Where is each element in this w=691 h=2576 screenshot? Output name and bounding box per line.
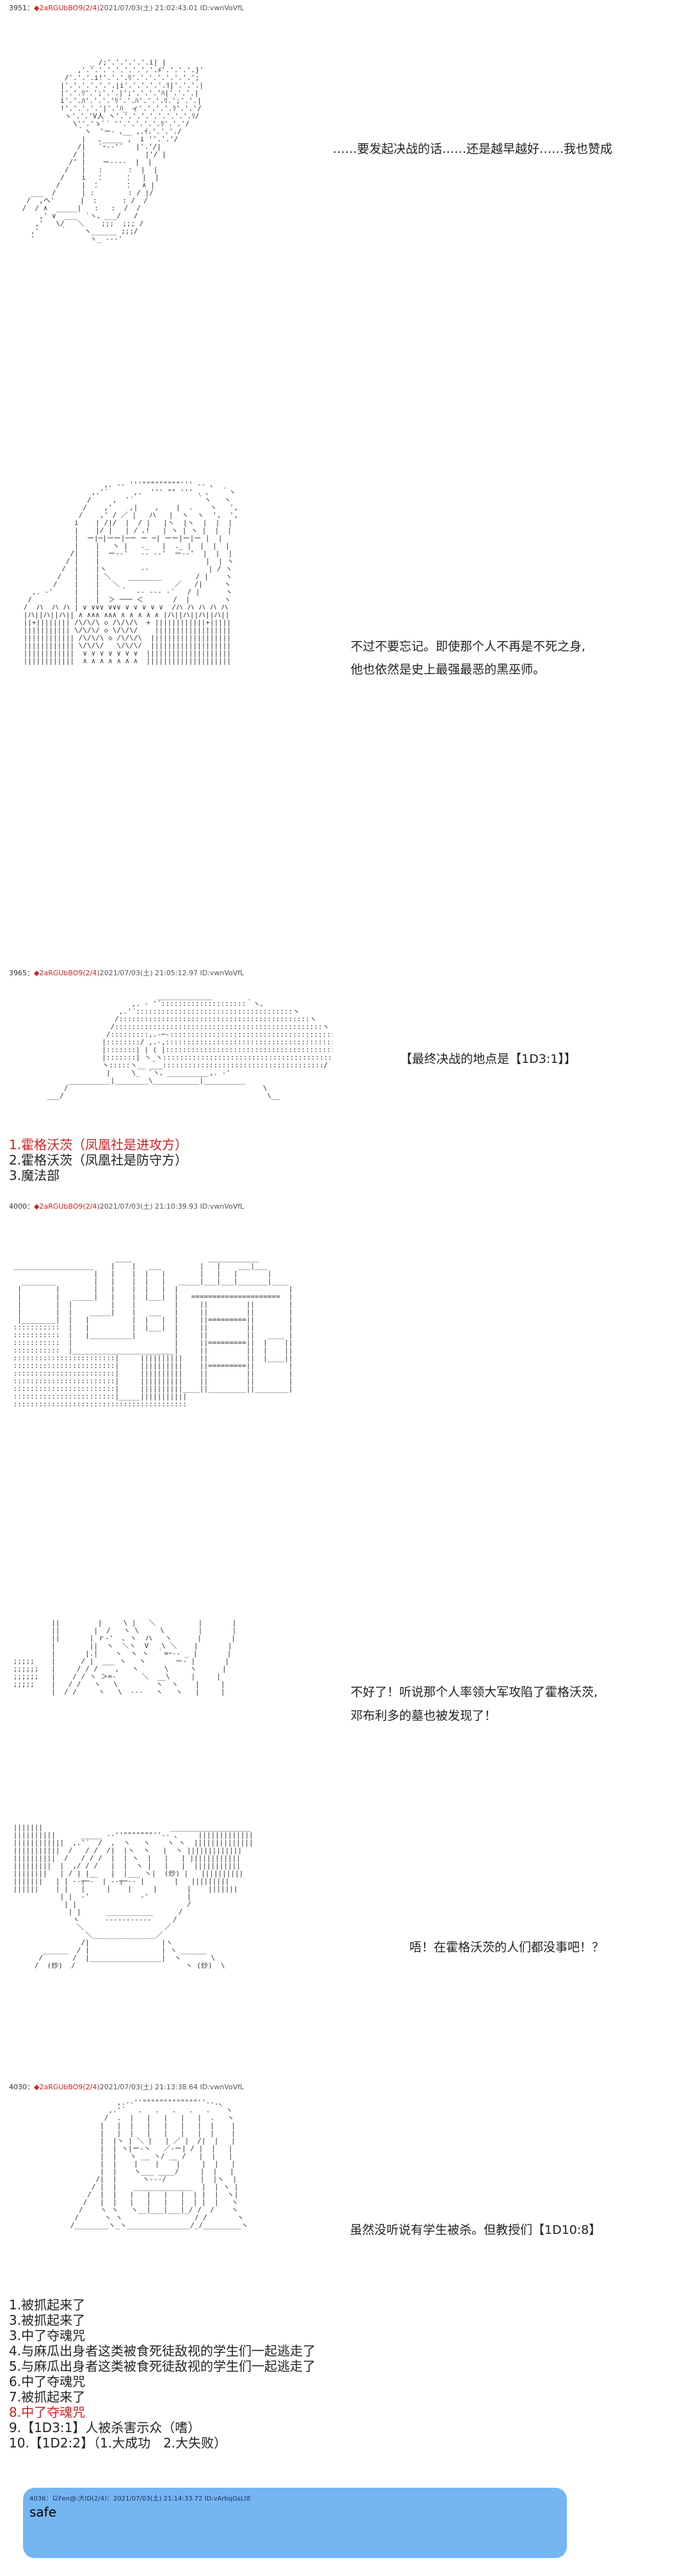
- dialogue-text: 不过不要忘记。即使那个人不再是不死之身,: [351, 640, 586, 654]
- dialogue-text: 邓布利多的墓也被发现了！: [351, 1709, 497, 1723]
- post-header: 3951：◆2aRGUbBO9(2/4)2021/07/03(土) 21:02:…: [9, 3, 244, 13]
- choice-item: 5.与麻瓜出身者这类被食死徒敌视的学生们一起逃走了: [9, 2359, 316, 2374]
- post-header: 3965：◆2aRGUbBO9(2/4)2021/07/03(土) 21:05:…: [9, 968, 244, 978]
- post-number: 3951：: [9, 4, 34, 12]
- choice-item: 6.中了夺魂咒: [9, 2374, 86, 2389]
- poster-trip[interactable]: ◆2aRGUbBO9(2/4): [34, 1202, 100, 1211]
- dialogue-text: ……要发起决战的话……还是越早越好……我也赞成: [333, 142, 613, 156]
- post-date: 2021/07/03(土) 21:05:12.97 ID:vwnVoVfL: [99, 969, 244, 977]
- reply-header: 4036：以Fen@:大ID(2/4)：2021/07/03(土) 21:14:…: [29, 2495, 251, 2502]
- reply-bubble: 4036：以Fen@:大ID(2/4)：2021/07/03(土) 21:14:…: [23, 2488, 567, 2558]
- ascii-art-sound-effect: ____ ____________ ___________________ | …: [13, 1254, 293, 1408]
- choice-item: 3.被抓起来了: [9, 2313, 86, 2328]
- choice-item: 9.【1D3:1】人被杀害示众（嗜）: [9, 2420, 201, 2435]
- choice-item: 3.中了夺魂咒: [9, 2328, 86, 2343]
- choice-item: 8.中了夺魂咒: [9, 2405, 86, 2420]
- post-number: 4000：: [9, 1202, 34, 1211]
- ascii-art-character-5: ,.-‐''"""""""""""""''‐-.、 ,.'´ . . . . .…: [70, 2098, 248, 2229]
- choice-item: 4.与麻瓜出身者这类被食死徒敌视的学生们一起逃走了: [9, 2343, 316, 2359]
- dialogue-text: 不好了！听说那个人率领大军攻陷了霍格沃茨,: [351, 1685, 598, 1699]
- ascii-art-scene-1: _____________ ,. - '´:::::::::::::::::::…: [47, 992, 333, 1100]
- choice-item: 10.【1D2:2】（1.大成功 2.大失败）: [9, 2435, 227, 2451]
- post-header: 4000：◆2aRGUbBO9(2/4)2021/07/03(土) 21:10:…: [9, 1201, 244, 1211]
- post-number: 4030：: [9, 2083, 34, 2091]
- choice-item: 7.被抓起来了: [9, 2389, 86, 2405]
- reply-body: safe: [29, 2504, 57, 2520]
- choice-item: 1.被抓起来了: [9, 2297, 86, 2313]
- post-header: 4030：◆2aRGUbBO9(2/4)2021/07/03(土) 21:13:…: [9, 2082, 244, 2092]
- ascii-art-character-4: ||||||| ___________________ |||||||||| _…: [13, 1823, 253, 1970]
- choice-item: 3.魔法部: [9, 1168, 60, 1183]
- choice-list: 1.霍格沃茨（凤凰社是进攻方） 2.霍格沃茨（凤凰社是防守方） 3.魔法部: [9, 1137, 187, 1183]
- poster-trip[interactable]: ◆2aRGUbBO9(2/4): [34, 4, 100, 12]
- poster-trip[interactable]: ◆2aRGUbBO9(2/4): [34, 2083, 100, 2091]
- dialogue-text: 【最终决战的地点是【1D3:1】】: [400, 1052, 576, 1066]
- choice-item: 1.霍格沃茨（凤凰社是进攻方）: [9, 1137, 188, 1152]
- ascii-art-character-3: || | \ | ＼ | | || | / ヽ \ \ | | || | ｒ-'…: [13, 1619, 237, 1696]
- ascii-art-character-1: _ /;'.'.'.'.'.i| | ,'.'.'.'.'.'.'.'.'.ﾒ'…: [22, 58, 204, 243]
- poster-trip[interactable]: ◆2aRGUbBO9(2/4): [34, 969, 100, 977]
- post-date: 2021/07/03(土) 21:10:39.93 ID:vwnVoVfL: [99, 1202, 244, 1211]
- post-date: 2021/07/03(土) 21:02:43.01 ID:vwnVoVfL: [99, 4, 244, 12]
- ascii-art-character-2: ,. -‐ '''"""""""""''' ‐- 、 ,.'´ ,. ''' "…: [23, 480, 239, 665]
- choice-list: 1.被抓起来了 3.被抓起来了 3.中了夺魂咒 4.与麻瓜出身者这类被食死徒敌视…: [9, 2297, 315, 2451]
- dialogue-text: 唔！在霍格沃茨的人们都没事吧！？: [409, 1940, 605, 1954]
- choice-item: 2.霍格沃茨（凤凰社是防守方）: [9, 1152, 188, 1168]
- post-date: 2021/07/03(土) 21:13:38.64 ID:vwnVoVfL: [99, 2083, 244, 2091]
- dialogue-text: 虽然没听说有学生被杀。但教授们【1D10:8】: [350, 2223, 601, 2237]
- dialogue-text: 他也依然是史上最强最恶的黑巫师。: [351, 663, 546, 677]
- post-number: 3965：: [9, 969, 34, 977]
